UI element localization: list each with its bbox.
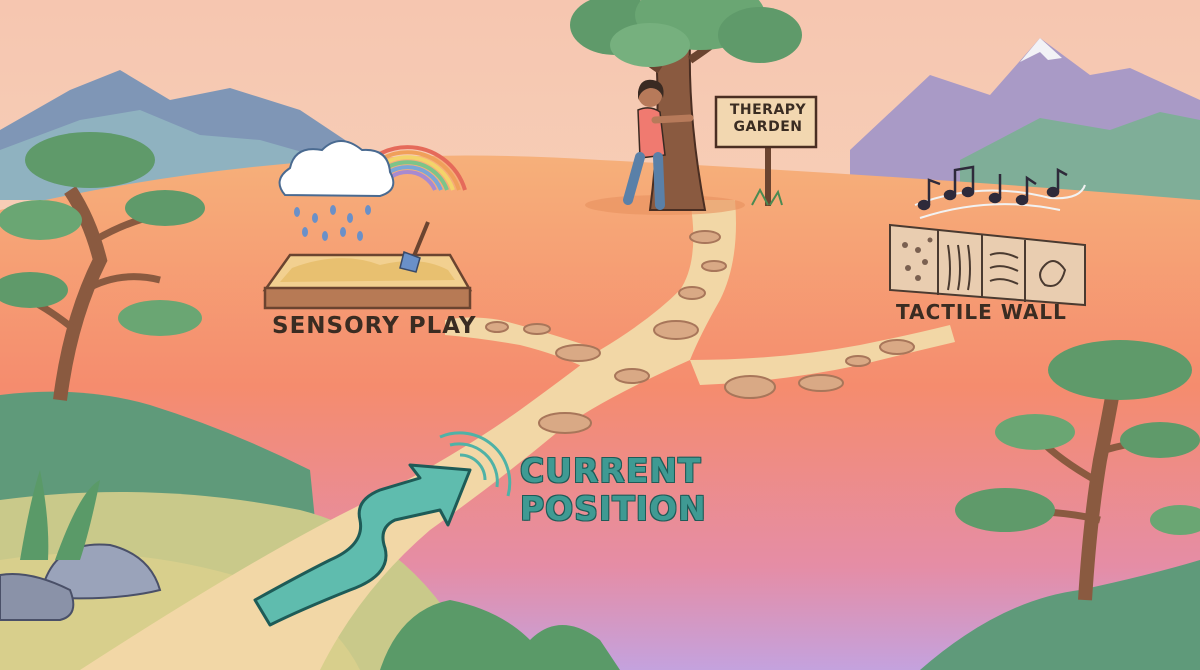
shovel-icon: [399, 221, 430, 273]
therapy-garden-sign: [714, 95, 818, 206]
sensory-play-label[interactable]: SENSORY PLAY: [272, 313, 477, 339]
sign-line-2: GARDEN: [733, 119, 803, 135]
current-position-label: CURRENT POSITION: [520, 452, 740, 528]
signal-rings-icon: [439, 431, 512, 497]
tree-right: [955, 340, 1200, 601]
bushes: [20, 470, 620, 670]
hill-right: [920, 560, 1200, 670]
music-notes-icon: [914, 165, 1086, 219]
therapy-garden-label[interactable]: THERAPY GARDEN: [720, 102, 816, 136]
tactile-wall: [889, 223, 1086, 307]
stepping-stones: [485, 230, 915, 434]
current-position-line-1: CURRENT: [520, 451, 702, 490]
tree-left: [0, 132, 205, 401]
arrow-icon: [253, 463, 472, 627]
tactile-wall-label[interactable]: TACTILE WALL: [896, 300, 1067, 324]
sandbox: [262, 253, 473, 310]
child-character: [623, 79, 694, 210]
current-position-line-2: POSITION: [520, 489, 707, 528]
rain-cloud-icon: [278, 140, 395, 241]
mountains-right: [850, 38, 1200, 210]
sign-line-1: THERAPY: [729, 102, 807, 118]
